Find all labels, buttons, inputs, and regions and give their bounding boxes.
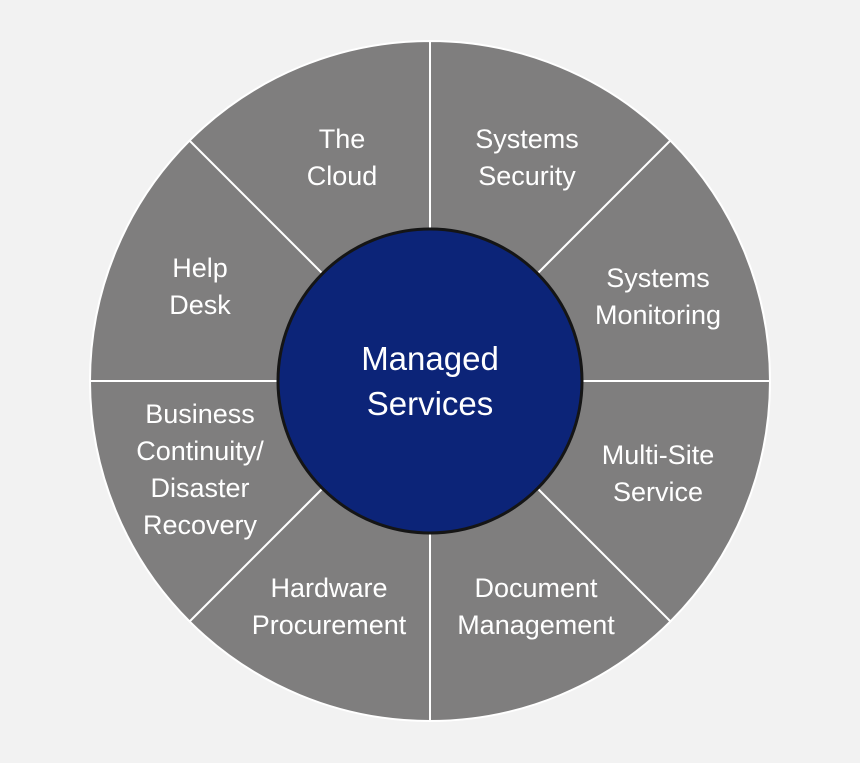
segment-label-line: The <box>318 124 366 154</box>
segment-label-line: Cloud <box>306 161 378 191</box>
segment-label-line: Procurement <box>251 610 407 640</box>
segment-label-line: Security <box>478 161 576 191</box>
segment-label-line: Hardware <box>270 573 388 603</box>
center-label-line-1: Managed <box>361 340 499 377</box>
segment-label-line: Business <box>145 399 255 429</box>
segment-label-line: Desk <box>169 290 231 320</box>
segment-label-line: Systems <box>606 263 710 293</box>
segment-label-line: Help <box>172 253 228 283</box>
segment-label-line: Systems <box>475 124 579 154</box>
segment-label-line: Service <box>612 477 704 507</box>
segment-label-line: Continuity/ <box>136 436 264 466</box>
segment-label-line: Recovery <box>142 510 258 540</box>
segment-label-line: Multi-Site <box>601 440 715 470</box>
center-label-line-2: Services <box>366 385 494 422</box>
segment-label-line: Document <box>474 573 598 603</box>
segment-label-line: Monitoring <box>594 300 722 330</box>
segment-label-line: Management <box>457 610 615 640</box>
segment-label-line: Disaster <box>150 473 250 503</box>
center-label: Managed Services <box>361 336 499 426</box>
center-circle <box>276 227 584 535</box>
